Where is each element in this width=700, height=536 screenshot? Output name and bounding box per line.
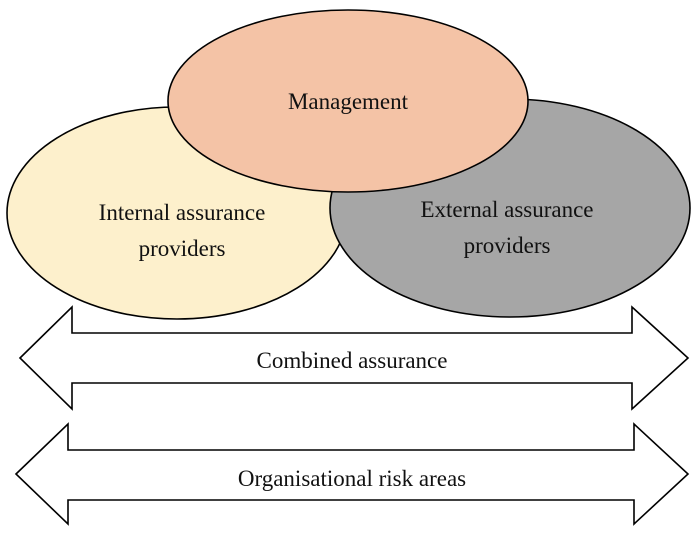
- management-ellipse: [167, 9, 529, 193]
- combined-assurance-label: Combined assurance: [257, 348, 448, 373]
- combined-assurance-arrow: [18, 305, 690, 411]
- risk-areas-label: Organisational risk areas: [238, 466, 466, 491]
- external-assurance-label-line2: providers: [464, 233, 551, 258]
- management-label: Management: [288, 89, 409, 114]
- internal-assurance-label-line1: Internal assurance: [99, 200, 266, 225]
- external-assurance-label-line1: External assurance: [420, 197, 593, 222]
- risk-areas-arrow: [14, 422, 690, 526]
- internal-assurance-label-line2: providers: [139, 236, 226, 261]
